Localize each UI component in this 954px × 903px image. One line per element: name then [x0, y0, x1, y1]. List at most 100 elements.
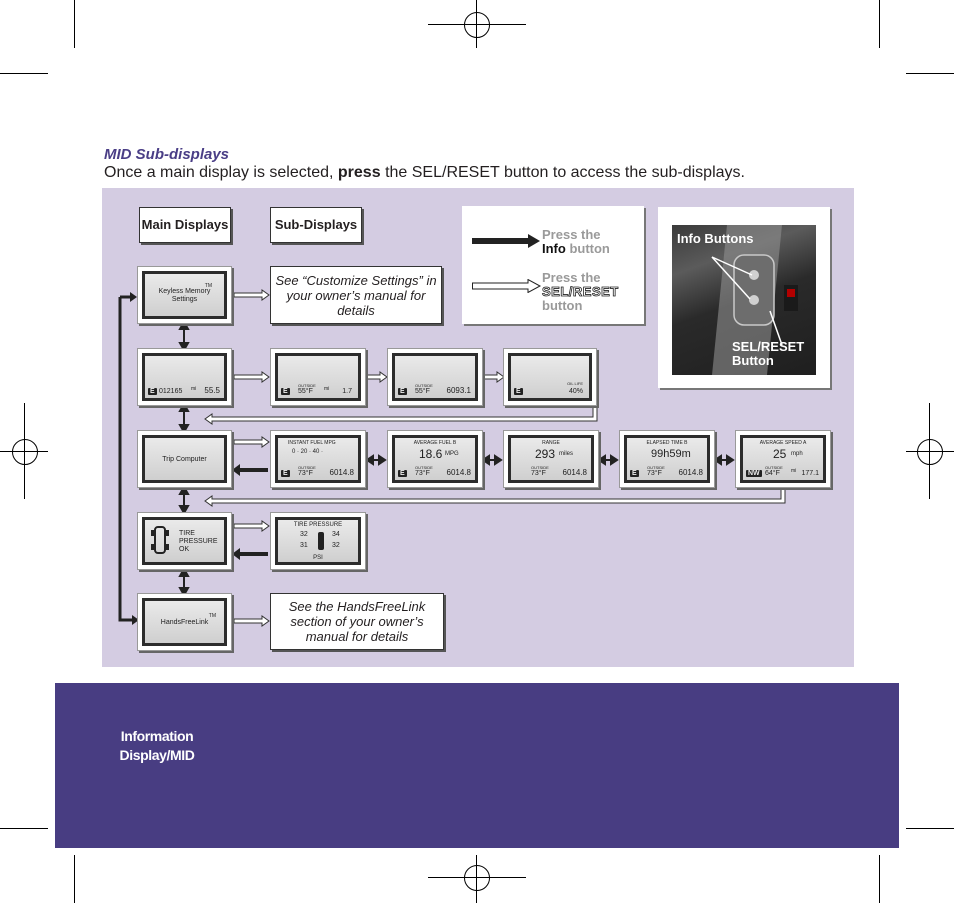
instant-temp: 73°F: [298, 470, 313, 477]
instant-odo: 6014.8: [329, 468, 354, 477]
legend-info-name: Info: [542, 241, 566, 256]
average-fuel-odo: 6014.8: [446, 468, 471, 477]
average-fuel-temp: 73°F: [415, 470, 430, 477]
average-fuel-badge: E: [398, 470, 407, 477]
instant-title: INSTANT FUEL MPG: [288, 440, 336, 446]
legend-sel-suffix: button: [542, 298, 583, 313]
tire-rr: 32: [332, 542, 340, 549]
odometer-display: E 012165 mi 55.5: [137, 348, 232, 406]
elapsed-value: 99h59m: [651, 448, 691, 460]
avg-speed-label: OUTSIDE: [765, 465, 783, 470]
registration-mark: [464, 12, 490, 38]
outside2-label: OUTSIDE: [415, 383, 433, 388]
crop-mark: [74, 0, 75, 48]
elapsed-temp: 73°F: [647, 470, 662, 477]
outside1-trip: 1.7: [342, 388, 352, 395]
customize-settings-note: See “Customize Settings” in your owner’s…: [270, 266, 442, 324]
oil-badge: E: [514, 388, 523, 395]
instant-scale: 0 · 20 · 40 ·: [292, 449, 324, 455]
instant-fuel-display: INSTANT FUEL MPG 0 · 20 · 40 · E OUTSIDE…: [270, 430, 366, 488]
steering-photo-frame: Info Buttons SEL/RESET Button: [658, 207, 830, 388]
average-speed-display: AVERAGE SPEED A 25 mph NW OUTSIDE 64°F m…: [735, 430, 831, 488]
range-display: RANGE 293 miles OUTSIDE 73°F 6014.8: [503, 430, 599, 488]
elapsed-title: ELAPSED TIME B: [646, 440, 688, 446]
elapsed-odo: 6014.8: [678, 468, 703, 477]
tire-sub-title: TIRE PRESSURE: [293, 522, 343, 528]
footer-section-label: Information Display/MID: [119, 728, 195, 763]
crop-mark: [879, 855, 880, 903]
trip-computer-text: Trip Computer: [162, 456, 207, 463]
avg-speed-temp: 64°F: [765, 470, 780, 477]
legend-panel: Press the Info button Press the SEL/RESE…: [462, 206, 644, 324]
average-fuel-display: AVERAGE FUEL B 18.6 MPG E OUTSIDE 73°F 6…: [387, 430, 483, 488]
tire-fr: 34: [332, 531, 340, 538]
loop-bracket-line: [118, 297, 136, 622]
tire-rl: 31: [300, 542, 308, 549]
white-arrow-icon: [472, 279, 542, 293]
outside2-odo: 6093.1: [446, 386, 471, 395]
elapsed-label: OUTSIDE: [647, 465, 665, 470]
avg-speed-mi: mi: [791, 468, 797, 474]
odo-value: 012165: [159, 388, 183, 395]
registration-mark: [464, 865, 490, 891]
legend-info-suffix: button: [569, 241, 610, 256]
elapsed-time-display: ELAPSED TIME B 99h59m E OUTSIDE 73°F 601…: [619, 430, 715, 488]
legend-info-text: Press the Info button: [542, 228, 610, 256]
odo-mi: mi: [191, 386, 197, 392]
car-icon: [318, 532, 324, 550]
crop-mark: [906, 73, 954, 74]
odo-badge: E: [148, 388, 157, 395]
keyless-line1: Keyless Memory: [158, 288, 211, 295]
outside1-label: OUTSIDE: [298, 383, 316, 388]
tire-pressure-sub-display: TIRE PRESSURE 32 34 31 32 PSI: [270, 512, 366, 570]
average-fuel-title: AVERAGE FUEL B: [413, 440, 457, 446]
crop-mark: [879, 0, 880, 48]
average-fuel-label: OUTSIDE: [415, 465, 433, 470]
registration-mark: [917, 439, 943, 465]
hfl-text: HandsFreeLink: [160, 619, 209, 626]
footer-band: Information Display/MID: [55, 683, 899, 848]
hfl-tm: TM: [208, 613, 216, 619]
odo-trip: 55.5: [204, 386, 220, 395]
sub-displays-header: Sub-Displays: [270, 207, 362, 243]
range-label: OUTSIDE: [531, 465, 549, 470]
instant-label: OUTSIDE: [298, 465, 316, 470]
steering-controls-illustration: [711, 225, 798, 375]
instant-badge: E: [281, 470, 290, 477]
oil-label: OIL LIFE: [567, 381, 583, 386]
keyless-tm: TM: [204, 283, 212, 289]
avg-speed-badge: NW: [746, 470, 762, 477]
range-odo: 6014.8: [562, 468, 587, 477]
range-value: 293: [535, 447, 556, 461]
range-title: RANGE: [542, 440, 560, 446]
steering-wheel-photo: Info Buttons SEL/RESET Button: [672, 225, 816, 375]
outside1-mi: mi: [324, 386, 330, 392]
outside-temp-display-2: E OUTSIDE 55°F 6093.1: [387, 348, 483, 406]
avg-speed-trip: 177.1: [801, 470, 819, 477]
intro-bold: press: [337, 164, 381, 181]
legend-sel-name: SEL/RESET: [542, 284, 619, 299]
keyless-line2: Settings: [171, 296, 198, 303]
oil-life-display: E OIL LIFE 40%: [503, 348, 597, 406]
tire-fl: 32: [300, 531, 308, 538]
tire-unit: PSI: [313, 555, 323, 561]
elapsed-badge: E: [630, 470, 639, 477]
registration-mark: [12, 439, 38, 465]
crop-mark: [906, 828, 954, 829]
handsfreelink-display: HandsFreeLink TM: [137, 593, 232, 651]
tire-main-line3: OK: [179, 546, 190, 553]
outside1-badge: E: [281, 388, 290, 395]
tire-main-line2: PRESSURE: [179, 538, 218, 545]
avg-speed-value: 25: [773, 447, 787, 461]
avg-speed-unit: mph: [791, 451, 803, 457]
trip-computer-display: Trip Computer: [137, 430, 232, 488]
range-temp: 73°F: [531, 470, 546, 477]
tire-main-line1: TIRE: [179, 530, 195, 537]
crop-mark: [74, 855, 75, 903]
intro-before: Once a main display is selected,: [104, 164, 334, 181]
main-displays-header: Main Displays: [139, 207, 231, 243]
intro-text: Once a main display is selected, press t…: [104, 164, 745, 182]
avg-speed-title: AVERAGE SPEED A: [759, 440, 807, 446]
outside2-badge: E: [398, 388, 407, 395]
